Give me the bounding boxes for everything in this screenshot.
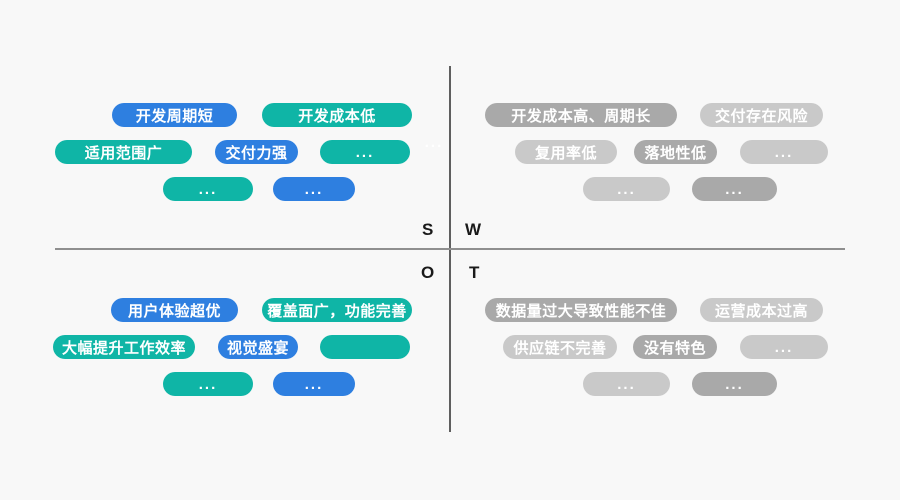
pill-threats-4: 没有特色 bbox=[633, 335, 717, 359]
pill-opportunities-6: ... bbox=[163, 372, 253, 396]
pill-strengths-6: ... bbox=[163, 177, 253, 201]
pill-weaknesses-4: 落地性低 bbox=[634, 140, 717, 164]
pill-opportunities-1: 用户体验超优 bbox=[111, 298, 238, 322]
pill-strengths-4: 交付力强 bbox=[215, 140, 298, 164]
pill-weaknesses-3: 复用率低 bbox=[515, 140, 617, 164]
quadrant-letter-w: W bbox=[465, 220, 482, 239]
pill-weaknesses-2: 交付存在风险 bbox=[700, 103, 823, 127]
horizontal-axis-line bbox=[55, 248, 845, 250]
quadrant-letter-o: O bbox=[421, 263, 435, 282]
pill-strengths-2: 开发成本低 bbox=[262, 103, 412, 127]
pill-strengths-5: ... bbox=[320, 140, 410, 164]
pill-opportunities-3: 大幅提升工作效率 bbox=[53, 335, 195, 359]
pill-threats-7: ... bbox=[692, 372, 777, 396]
pill-weaknesses-6: ... bbox=[583, 177, 670, 201]
pill-opportunities-2: 覆盖面广，功能完善 bbox=[262, 298, 412, 322]
quadrant-letter-s: S bbox=[422, 220, 434, 239]
pill-threats-2: 运营成本过高 bbox=[700, 298, 823, 322]
pill-opportunities-7: ... bbox=[273, 372, 355, 396]
pill-weaknesses-5: ... bbox=[740, 140, 828, 164]
hidden-ellipsis-artifact: ... bbox=[424, 134, 444, 151]
pill-strengths-3: 适用范围广 bbox=[55, 140, 192, 164]
pill-threats-6: ... bbox=[583, 372, 670, 396]
pill-opportunities-5 bbox=[320, 335, 410, 359]
pill-weaknesses-1: 开发成本高、周期长 bbox=[485, 103, 677, 127]
pill-opportunities-4: 视觉盛宴 bbox=[218, 335, 298, 359]
pill-threats-1: 数据量过大导致性能不佳 bbox=[485, 298, 677, 322]
quadrant-letter-t: T bbox=[469, 263, 480, 282]
pill-strengths-7: ... bbox=[273, 177, 355, 201]
pill-threats-3: 供应链不完善 bbox=[503, 335, 617, 359]
pill-strengths-1: 开发周期短 bbox=[112, 103, 237, 127]
pill-weaknesses-7: ... bbox=[692, 177, 777, 201]
pill-threats-5: ... bbox=[740, 335, 828, 359]
